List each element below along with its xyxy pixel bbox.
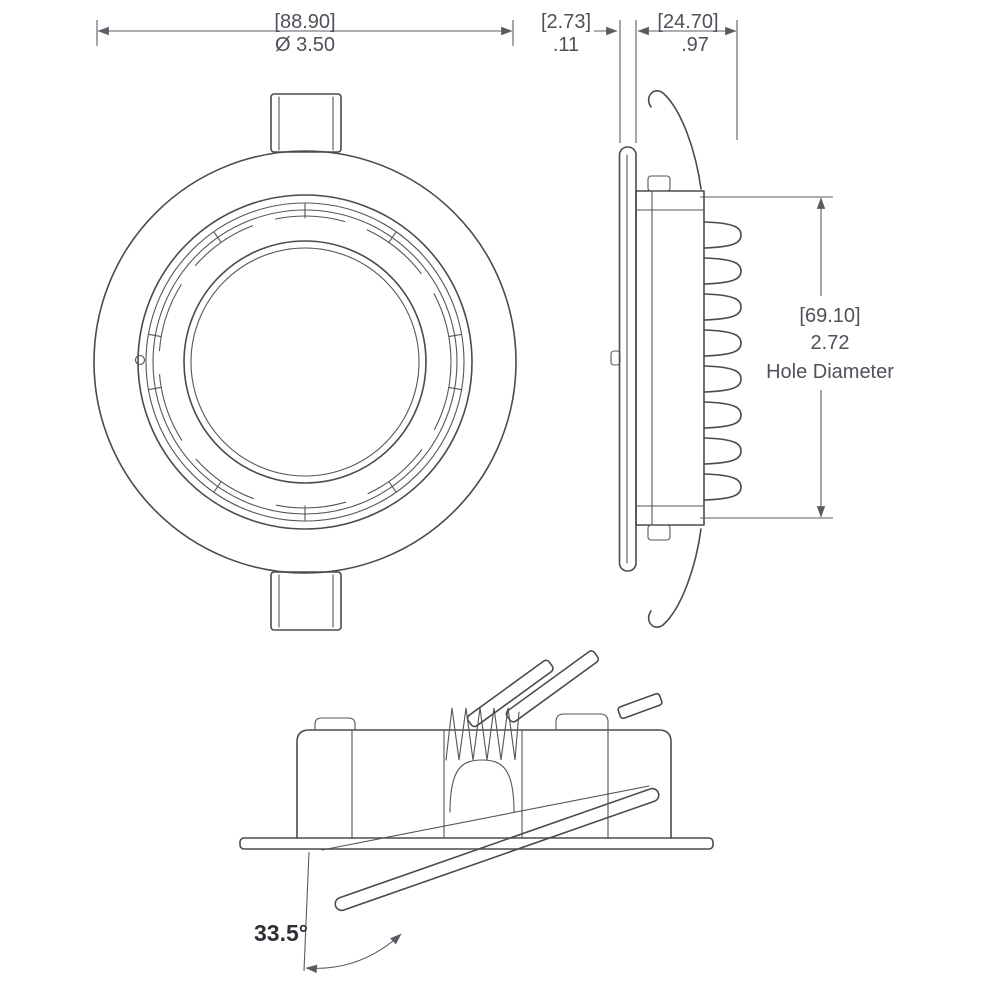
front-view: [88.90] Ø 3.50: [93, 11, 517, 631]
coil-spring: [445, 707, 520, 761]
hole-mm-label: [69.10]: [799, 305, 860, 327]
inner-trim-circle: [137, 194, 473, 530]
body-outline: [635, 190, 705, 526]
notch-tick: [147, 333, 162, 338]
side-flange-profile: [610, 146, 637, 572]
outer-trim-circle: [93, 150, 517, 574]
flange-in-label: .11: [553, 34, 579, 56]
spring-arm: [466, 659, 554, 728]
housing-bump-left: [314, 717, 356, 731]
tab-outline: [270, 93, 342, 153]
tilt-lens-assembly: [321, 785, 660, 912]
housing-outline: [296, 729, 672, 839]
front-bezel-details: [134, 203, 463, 521]
tilt-angle-annotation: 33.5°: [254, 851, 402, 974]
angle-arc: [305, 933, 402, 974]
spring-wire-top: [647, 90, 702, 190]
housing-bump-right: [555, 713, 609, 731]
hole-diameter-label: Hole Diameter: [766, 361, 894, 383]
lens-inner-circle: [190, 247, 420, 477]
retainer-ring-circle: [152, 209, 458, 515]
lens-outer-circle: [183, 240, 427, 484]
bezel-ring-circle: [145, 202, 465, 522]
side-spring-wires: [647, 90, 702, 628]
spring-housing-arch: [449, 759, 515, 813]
side-dimension-flange-thickness: [2.73] .11: [541, 11, 637, 143]
tilt-view: 33.5°: [239, 650, 714, 974]
side-view: [2.73] .11 [24.70] .97: [541, 11, 894, 628]
tilt-springs: [445, 650, 663, 761]
flange-outline: [618, 146, 637, 572]
tilt-flange: [239, 837, 714, 850]
hole-in-label: 2.72: [811, 332, 850, 354]
side-dimension-recess-depth: [24.70] .97: [637, 11, 738, 140]
notch-tick: [147, 386, 162, 391]
tilt-angle-label: 33.5°: [254, 920, 308, 946]
spring-mount-top: [647, 175, 671, 192]
front-diameter-in-label: Ø 3.50: [275, 34, 335, 56]
adjust-screw: [610, 350, 621, 366]
notch-tick: [213, 231, 222, 243]
notch-tick: [388, 231, 397, 243]
spring-arm: [505, 650, 600, 723]
front-diameter-mm-label: [88.90]: [274, 11, 335, 33]
side-dimension-hole-diameter: [69.10] 2.72 Hole Diameter: [700, 196, 894, 519]
notch-tick: [448, 386, 463, 391]
front-bottom-mount-tab: [270, 571, 342, 631]
notch-tick: [448, 333, 463, 338]
retainer-segments-circle: [158, 215, 452, 509]
tilted-bezel-bar: [334, 787, 660, 912]
notch-tick: [388, 481, 397, 493]
reference-line: [303, 851, 310, 972]
tab-outline: [270, 571, 342, 631]
depth-in-label: .97: [681, 34, 709, 56]
front-dimension-overall-diameter: [88.90] Ø 3.50: [96, 11, 514, 56]
spring-wire-bottom: [647, 528, 702, 628]
trim-edge-line: [321, 785, 650, 851]
clip-tab: [617, 692, 663, 720]
notch-tick: [213, 481, 222, 493]
front-top-mount-tab: [270, 93, 342, 153]
flange-mm-label: [2.73]: [541, 11, 591, 33]
tilt-housing: [296, 713, 672, 839]
heatsink-fins: [703, 221, 742, 501]
spring-mount-bottom: [647, 524, 671, 541]
depth-mm-label: [24.70]: [657, 11, 718, 33]
screw-hole: [134, 354, 146, 366]
side-body: [635, 175, 742, 541]
